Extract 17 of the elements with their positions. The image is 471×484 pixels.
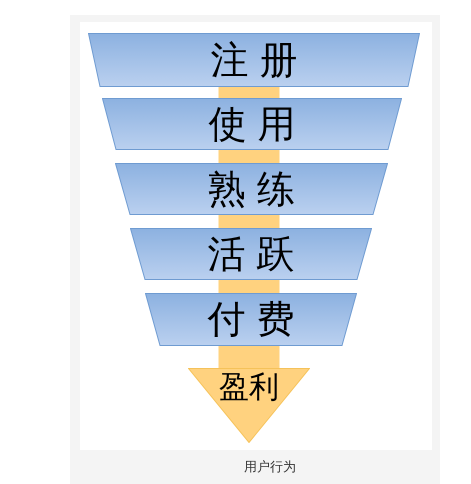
stage-label: 使用	[207, 101, 308, 148]
caption: 用户行为	[243, 459, 297, 476]
stage-label: 付费	[206, 296, 308, 343]
connector-bar	[218, 87, 280, 98]
funnel-stage	[145, 293, 357, 346]
stage-label: 盈利	[218, 369, 280, 407]
stage-label: 熟练	[206, 166, 308, 213]
funnel-stage	[102, 98, 402, 150]
arrow-head	[188, 368, 310, 443]
funnel-stage	[130, 228, 372, 280]
connector-bar	[218, 346, 280, 368]
connector-bar	[218, 280, 280, 293]
funnel-stage	[88, 33, 420, 87]
stage-label: 注册	[209, 37, 310, 84]
stage-label: 活跃	[206, 231, 308, 278]
connector-bar	[218, 150, 280, 163]
funnel-stage	[115, 163, 388, 215]
